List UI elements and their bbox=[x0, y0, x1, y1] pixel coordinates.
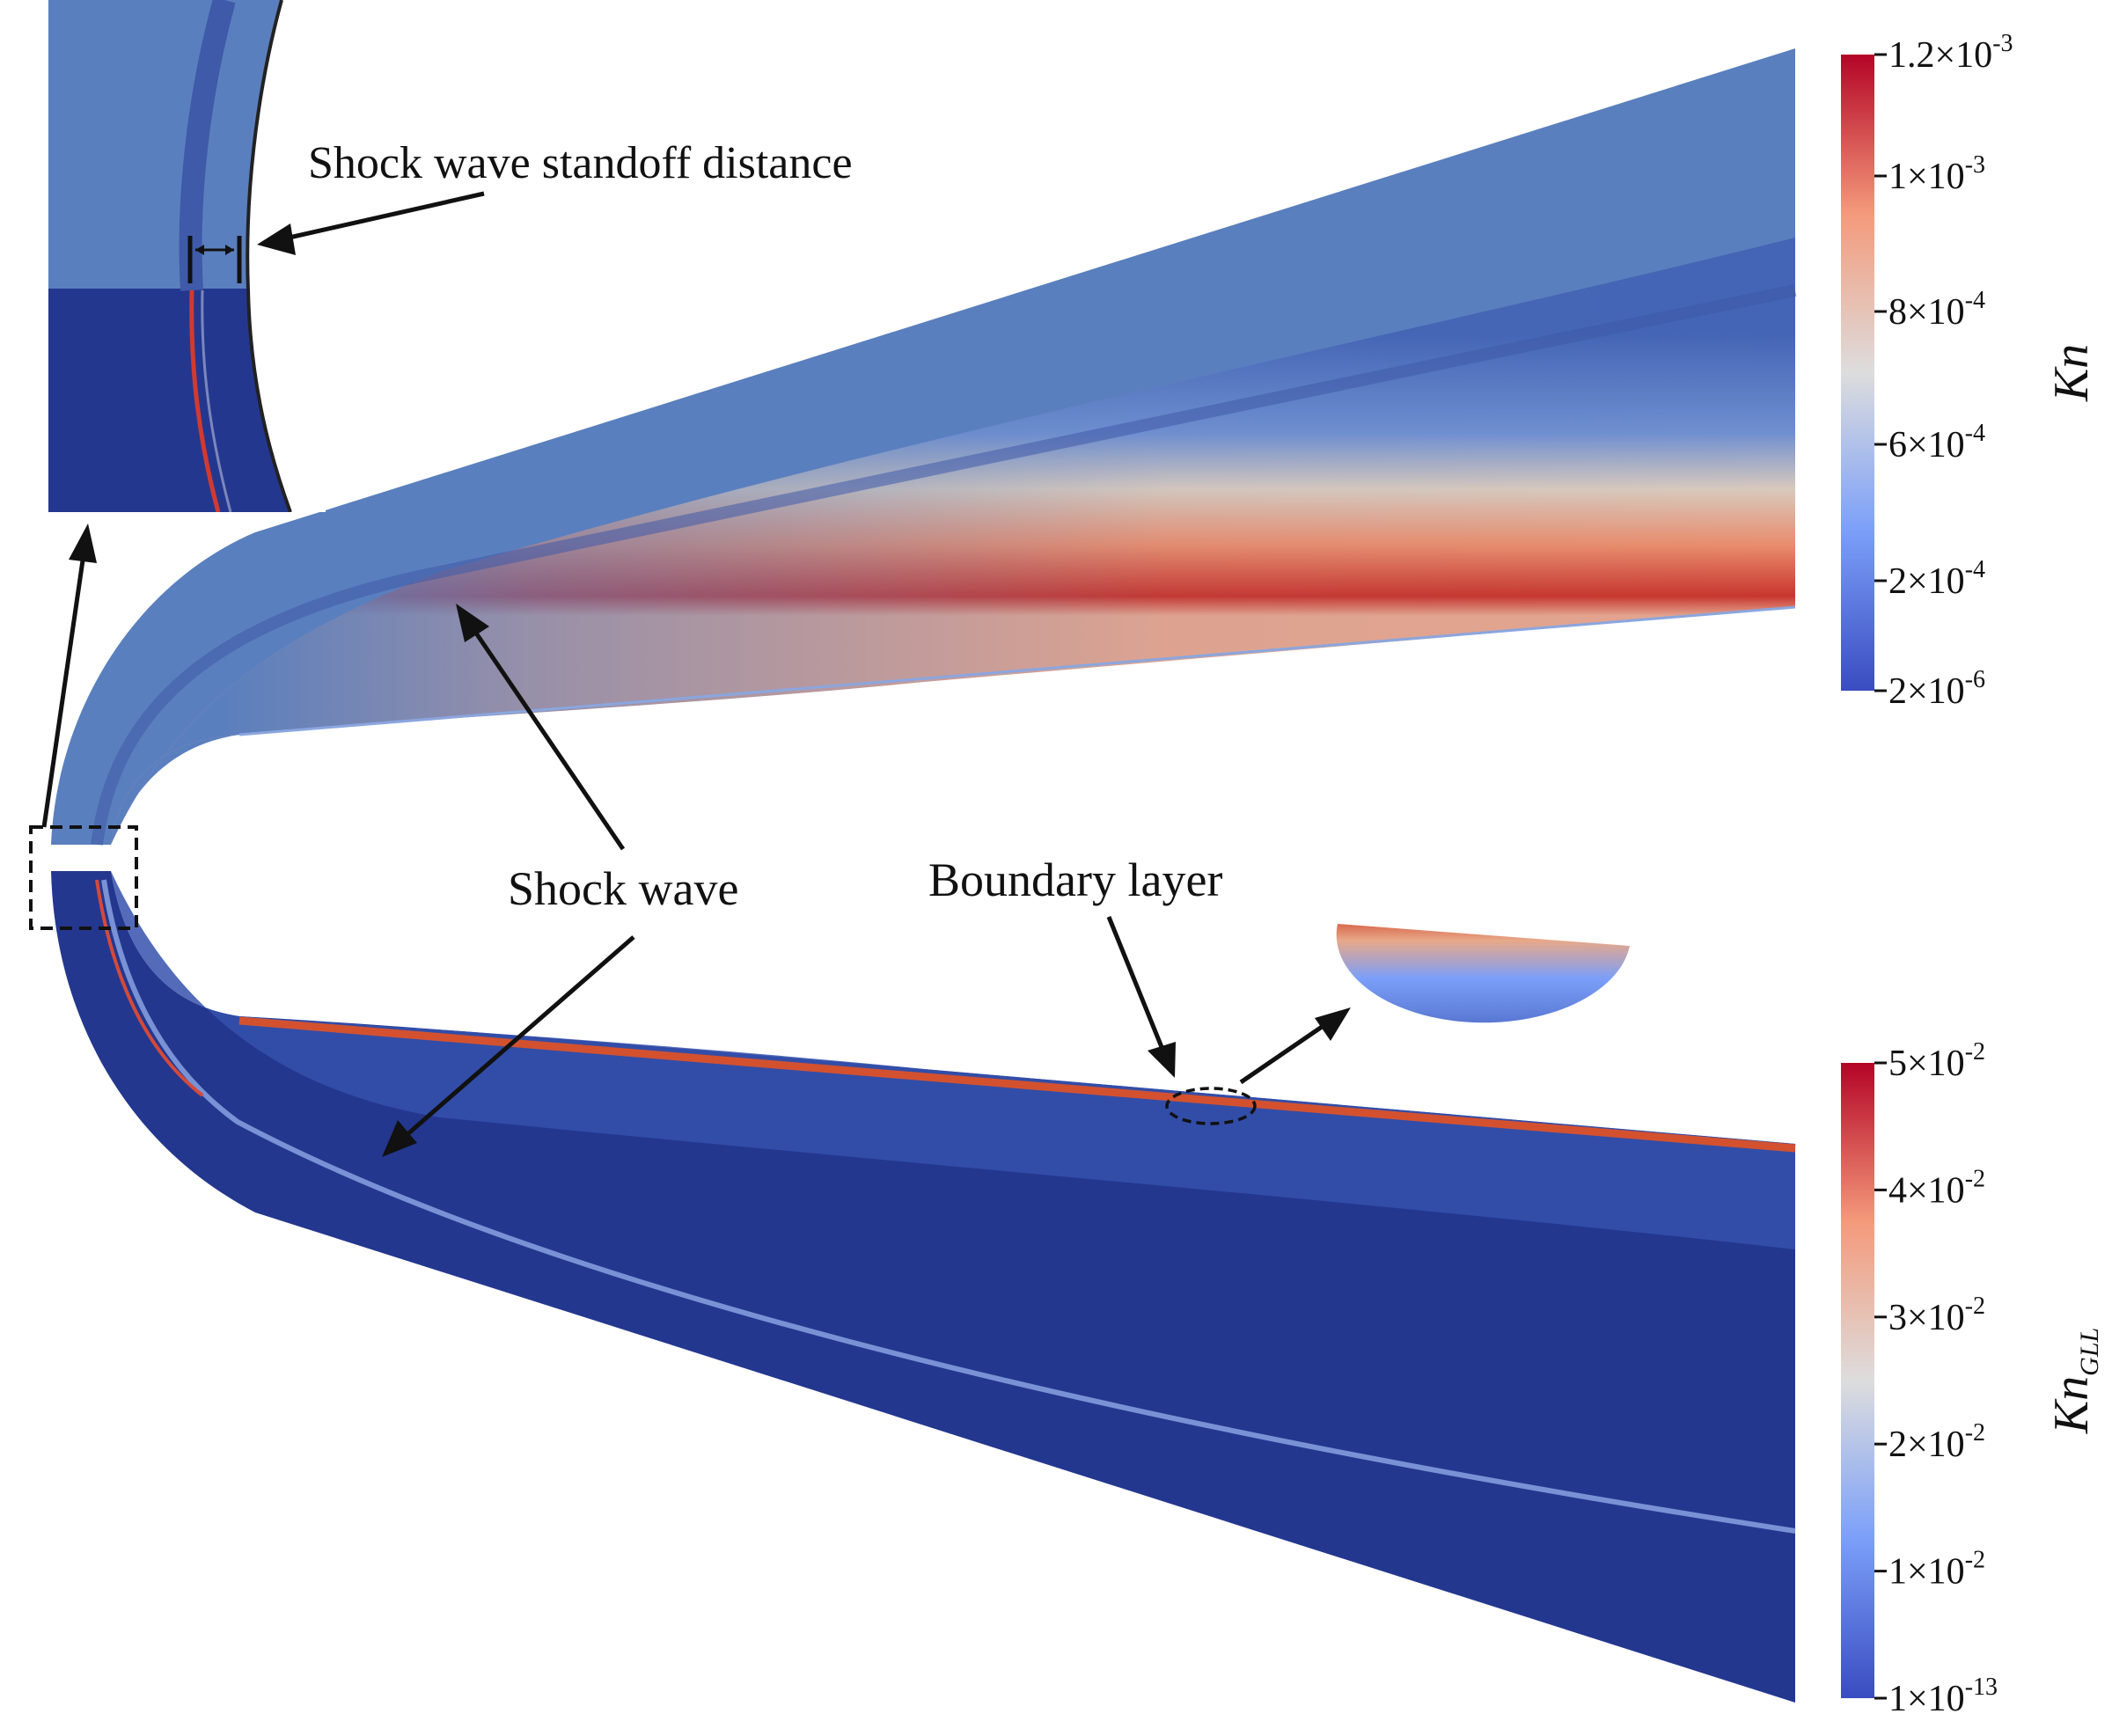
zoom-box bbox=[29, 825, 138, 930]
colorbar-tick-label: 2×10-6 bbox=[1888, 666, 1985, 712]
colorbar-tick-label: 1×10-13 bbox=[1888, 1674, 1998, 1719]
nose-zoom-inset bbox=[48, 0, 326, 512]
colorbar-gradient bbox=[1841, 1063, 1874, 1698]
colorbar-tick-label: 1.2×10-3 bbox=[1888, 30, 2013, 76]
colorbar-tick-label: 6×10-4 bbox=[1888, 420, 1985, 465]
colorbar-tick-label: 1×10-3 bbox=[1888, 151, 1985, 197]
standoff-bracket bbox=[187, 236, 242, 283]
colorbar-tick-label: 2×10-2 bbox=[1888, 1419, 1985, 1465]
shock-wave-label: Shock wave bbox=[508, 862, 738, 915]
lower-contour-region bbox=[51, 871, 1796, 1703]
colorbar-2: 5×10-2 4×10-2 3×10-2 2×10-2 1×10-2 1×10-13 KnG… bbox=[1841, 1038, 2104, 1719]
colorbar-tick-label: 8×10-4 bbox=[1888, 287, 1985, 333]
colorbar-title: KnGLL bbox=[2044, 1328, 2104, 1434]
colorbar-tick-label: 2×10-4 bbox=[1888, 556, 1985, 602]
boundary-layer-label: Boundary layer bbox=[928, 853, 1222, 906]
colorbar-1: 1.2×10-3 1×10-3 8×10-4 6×10-4 2×10-4 2×10-6 Kn bbox=[1841, 30, 2099, 712]
annotation-arrows bbox=[41, 191, 1351, 1157]
boundary-layer-zoom bbox=[1336, 924, 1630, 1023]
standoff-distance-label: Shock wave standoff distance bbox=[308, 138, 853, 188]
colorbar-tick-label: 4×10-2 bbox=[1888, 1165, 1985, 1211]
boundary-layer-marker bbox=[1165, 1087, 1257, 1125]
colorbar-title: Kn bbox=[2044, 344, 2099, 402]
colorbars: 1.2×10-31×10-38×10-46×10-42×10-42×10-6Kn… bbox=[1841, 30, 2104, 1719]
colorbar-gradient bbox=[1841, 55, 1874, 691]
colorbar-tick-label: 5×10-2 bbox=[1888, 1038, 1985, 1084]
colorbar-tick-label: 3×10-2 bbox=[1888, 1293, 1985, 1338]
colorbar-tick-label: 1×10-2 bbox=[1888, 1547, 1985, 1593]
